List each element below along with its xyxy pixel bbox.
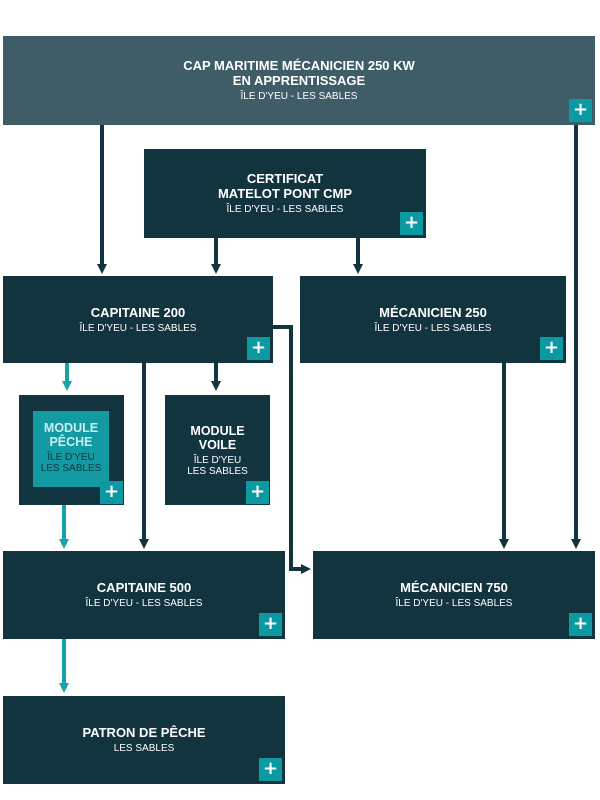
node-title: MÉCANICIEN 750: [400, 580, 508, 595]
node-mecanicien-250: MÉCANICIEN 250 ÎLE D'YEU - LES SABLES +: [300, 276, 566, 363]
node-title: VOILE: [198, 437, 237, 452]
node-title: MODULE: [190, 423, 245, 438]
node-patron-de-peche: PATRON DE PÊCHE LES SABLES +: [3, 696, 285, 784]
node-title: CAP MARITIME MÉCANICIEN 250 KW: [183, 58, 415, 73]
plus-icon[interactable]: +: [569, 613, 592, 636]
plus-icon[interactable]: +: [246, 481, 269, 504]
plus-icon[interactable]: +: [569, 99, 592, 122]
node-subtitle: ÎLE D'YEU - LES SABLES: [374, 322, 492, 334]
node-title: PÊCHE: [49, 435, 93, 449]
node-subtitle: ÎLE D'YEU - LES SABLES: [226, 204, 344, 215]
node-title: MÉCANICIEN 250: [379, 304, 487, 320]
plus-icon[interactable]: +: [247, 337, 270, 360]
node-title: MODULE: [43, 421, 99, 435]
node-subtitle: LES SABLES: [40, 463, 102, 474]
node-module-voile: MODULE VOILE ÎLE D'YEU LES SABLES +: [165, 395, 270, 505]
plus-icon[interactable]: +: [259, 613, 282, 636]
node-cap-maritime: CAP MARITIME MÉCANICIEN 250 KW EN APPREN…: [3, 36, 595, 125]
node-certificat-matelot: CERTIFICAT MATELOT PONT CMP ÎLE D'YEU - …: [144, 149, 426, 238]
node-mecanicien-750: MÉCANICIEN 750 ÎLE D'YEU - LES SABLES +: [313, 551, 595, 639]
plus-icon[interactable]: +: [259, 758, 282, 781]
node-title: CERTIFICAT: [246, 171, 324, 186]
node-subtitle: LES SABLES: [113, 743, 175, 754]
node-capitaine-500: CAPITAINE 500 ÎLE D'YEU - LES SABLES +: [3, 551, 285, 639]
node-title: PATRON DE PÊCHE: [82, 725, 206, 740]
node-subtitle: ÎLE D'YEU: [193, 454, 242, 466]
plus-icon[interactable]: +: [540, 337, 563, 360]
node-subtitle: ÎLE D'YEU - LES SABLES: [79, 322, 197, 334]
node-title: EN APPRENTISSAGE: [232, 73, 366, 88]
node-subtitle: ÎLE D'YEU - LES SABLES: [240, 91, 358, 102]
plus-icon[interactable]: +: [400, 212, 423, 235]
node-subtitle: ÎLE D'YEU - LES SABLES: [85, 598, 203, 609]
node-subtitle: ÎLE D'YEU - LES SABLES: [395, 598, 513, 609]
node-subtitle: ÎLE D'YEU: [47, 452, 95, 463]
node-title: CAPITAINE 500: [96, 580, 192, 595]
node-subtitle: LES SABLES: [187, 465, 248, 477]
node-module-peche-highlight: MODULE PÊCHE ÎLE D'YEU LES SABLES: [33, 411, 109, 487]
node-title: CAPITAINE 200: [90, 304, 186, 320]
node-capitaine-200: CAPITAINE 200 ÎLE D'YEU - LES SABLES +: [3, 276, 273, 363]
node-module-peche: MODULE PÊCHE ÎLE D'YEU LES SABLES +: [19, 395, 124, 505]
node-title: MATELOT PONT CMP: [217, 186, 353, 201]
plus-icon[interactable]: +: [100, 481, 123, 504]
arrow-capitaine200-to-mecanicien750: [272, 325, 311, 574]
